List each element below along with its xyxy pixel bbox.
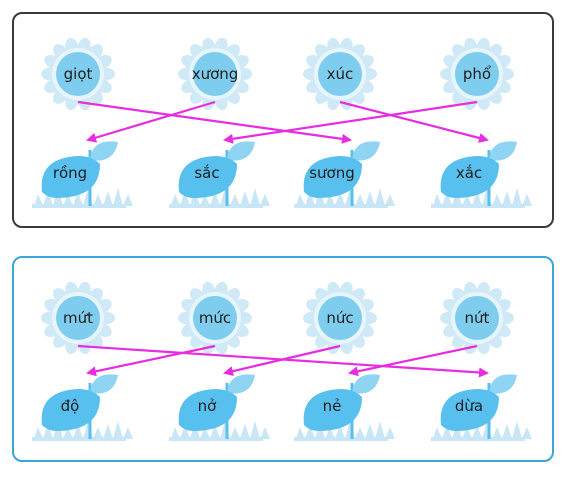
leaf-word: xắc <box>456 164 482 182</box>
match-arrow <box>223 100 478 144</box>
small-leaf <box>489 141 517 161</box>
flower-center <box>455 296 499 340</box>
small-leaf <box>227 141 255 161</box>
leaf-word-card: sắc <box>169 141 270 208</box>
match-arrow <box>77 100 352 144</box>
leaf-word-card: nở <box>169 374 270 441</box>
flower-word: xúc <box>327 65 354 83</box>
leaf-word-card: rồng <box>32 141 133 208</box>
flower-word-card: giọt <box>41 37 115 111</box>
flower-center <box>318 296 362 340</box>
leaf-word: nở <box>198 397 218 415</box>
flower-word-card: mức <box>178 281 252 355</box>
match-arrow <box>348 344 478 377</box>
flower-word-card: xương <box>178 37 252 111</box>
flower-center <box>455 52 499 96</box>
leaf-word-card: dừa <box>431 374 532 441</box>
flower-word: mức <box>199 309 231 327</box>
flower-word-card: nức <box>303 281 377 355</box>
small-leaf <box>352 141 380 161</box>
big-leaf <box>41 389 100 431</box>
big-leaf <box>440 389 499 431</box>
match-arrow <box>223 344 341 377</box>
big-leaf <box>178 156 237 198</box>
small-leaf <box>90 374 118 394</box>
match-arrow <box>86 344 216 377</box>
big-leaf <box>440 156 499 198</box>
leaf-word: nẻ <box>323 397 342 415</box>
leaf-word-card: nẻ <box>294 374 395 441</box>
leaf-word: sương <box>309 164 355 182</box>
small-leaf <box>90 141 118 161</box>
leaf-word-card: độ <box>32 374 133 441</box>
flower-word-card: phổ <box>440 37 514 111</box>
leaf-word: sắc <box>194 164 219 182</box>
leaf-word: độ <box>61 397 80 415</box>
big-leaf <box>303 389 362 431</box>
big-leaf <box>178 389 237 431</box>
small-leaf <box>489 374 517 394</box>
flower-word: giọt <box>64 65 93 83</box>
flower-word: nứt <box>465 309 490 327</box>
leaf-word: dừa <box>455 397 483 415</box>
leaf-word: rồng <box>53 164 87 182</box>
flower-word: phổ <box>463 65 491 83</box>
flower-word-card: xúc <box>303 37 377 111</box>
big-leaf <box>41 156 100 198</box>
small-leaf <box>227 374 255 394</box>
flower-center <box>193 52 237 96</box>
big-leaf <box>303 156 362 198</box>
leaf-word-card: xắc <box>431 141 532 208</box>
match-arrow <box>86 100 216 143</box>
flower-word: xương <box>192 65 239 83</box>
flower-word-card: mứt <box>41 281 115 355</box>
small-leaf <box>352 374 380 394</box>
flower-word: mứt <box>63 309 93 327</box>
flower-word: nức <box>326 309 353 327</box>
flower-center <box>318 52 362 96</box>
leaf-word-card: sương <box>294 141 395 208</box>
flower-center <box>56 296 100 340</box>
flower-word-card: nứt <box>440 281 514 355</box>
match-arrow <box>339 100 489 143</box>
flower-center <box>193 296 237 340</box>
flower-center <box>56 52 100 96</box>
